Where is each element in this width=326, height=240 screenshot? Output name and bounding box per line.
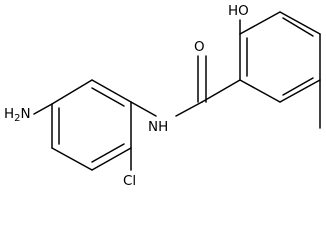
aromatic-bond xyxy=(91,87,125,107)
ring-nh-bond xyxy=(130,101,157,117)
amide-nh-label: NH xyxy=(148,119,168,135)
chloroaniline-ring xyxy=(51,79,132,171)
bond xyxy=(279,79,321,103)
bond xyxy=(279,11,321,35)
amine-bond xyxy=(33,103,53,115)
aromatic-bond xyxy=(282,77,314,96)
bond xyxy=(91,147,132,171)
carbonyl-ring-bond xyxy=(201,79,241,103)
bond xyxy=(239,79,281,103)
aromatic-bond xyxy=(282,17,314,37)
nh-carbonyl-bond xyxy=(175,101,203,117)
hydroxyl-label: HO xyxy=(228,3,249,19)
carbonyl-oxygen-label: O xyxy=(194,39,205,55)
structure-diagram: H2N Cl NH O HO xyxy=(4,3,321,189)
hydroxy-methyl-ring xyxy=(239,11,321,103)
amine-label: H2N xyxy=(4,106,31,124)
bond xyxy=(51,147,93,171)
chloro-label: Cl xyxy=(123,173,136,189)
bond xyxy=(51,79,93,105)
aromatic-bond xyxy=(91,143,125,163)
bond xyxy=(91,79,132,103)
bond xyxy=(239,11,281,35)
